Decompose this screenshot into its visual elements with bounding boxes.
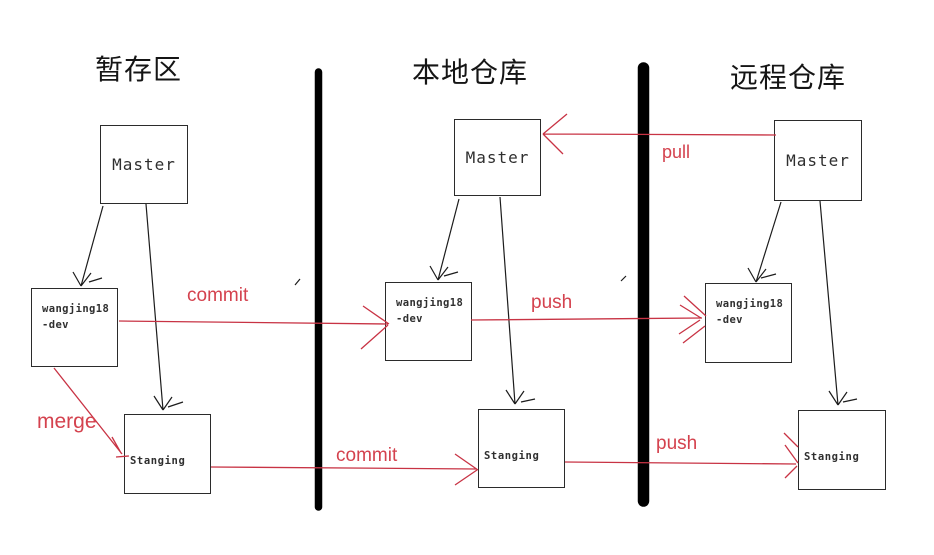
arrow-push-dev xyxy=(470,295,707,344)
column-title-local-repo: 本地仓库 xyxy=(412,57,529,88)
local-dev-branch-label: wangjing18 -dev xyxy=(396,297,464,325)
arrow-local-master-to-dev xyxy=(429,198,460,281)
arrow-remote-master-to-dev xyxy=(747,201,782,283)
remote-dev-branch-label: wangjing18 -dev xyxy=(716,298,784,326)
remote-stanging-box: Stanging xyxy=(798,410,886,490)
arrow-local-master-to-stanging xyxy=(499,196,536,405)
arrow-label-commit-bottom: commit xyxy=(336,445,398,466)
staging-stanging-label: Stanging xyxy=(130,455,186,467)
staging-master-label: Master xyxy=(112,155,176,174)
local-stanging-label: Stanging xyxy=(484,450,540,462)
remote-master-label: Master xyxy=(786,151,850,170)
remote-dev-branch-box: wangjing18 -dev xyxy=(705,283,792,363)
arrow-label-commit-top: commit xyxy=(187,285,249,306)
staging-dev-branch-label: wangjing18 -dev xyxy=(42,303,110,331)
arrow-label-push-bottom: push xyxy=(656,433,698,454)
arrow-label-pull: pull xyxy=(662,142,691,162)
local-dev-branch-box: wangjing18 -dev xyxy=(385,282,472,361)
remote-stanging-label: Stanging xyxy=(804,451,860,463)
arrow-remote-master-to-stanging xyxy=(819,200,858,406)
arrow-pull xyxy=(542,113,777,155)
arrow-label-push-top: push xyxy=(531,292,573,313)
local-stanging-box: Stanging xyxy=(478,409,565,488)
column-title-staging-area: 暂存区 xyxy=(95,54,183,85)
arrow-label-merge: merge xyxy=(37,410,97,433)
column-title-remote-repo: 远程仓库 xyxy=(730,62,847,93)
staging-stanging-box: Stanging xyxy=(124,414,211,494)
staging-dev-branch-box: wangjing18 -dev xyxy=(31,288,118,367)
staging-master-box: Master xyxy=(100,125,188,204)
arrow-staging-master-to-dev xyxy=(72,205,104,287)
local-master-box: Master xyxy=(454,119,541,196)
remote-master-box: Master xyxy=(774,120,862,201)
arrow-staging-master-to-stanging xyxy=(145,203,184,411)
local-master-label: Master xyxy=(465,148,530,167)
arrow-commit-dev xyxy=(118,305,390,350)
